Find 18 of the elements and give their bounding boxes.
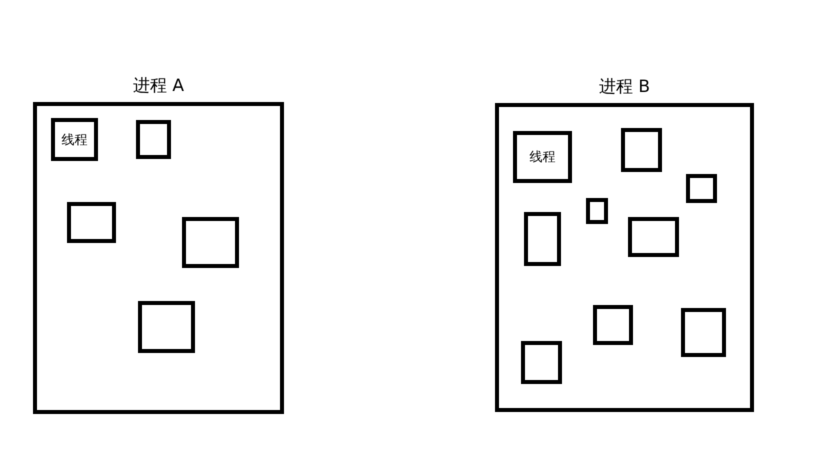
thread-label: 线程 [62, 132, 88, 148]
thread-box [686, 174, 717, 203]
thread-box [586, 198, 608, 224]
thread-box [681, 308, 726, 357]
process-title: 进程 A [132, 75, 186, 97]
process-title: 进程 B [598, 76, 652, 98]
thread-box [136, 120, 171, 159]
thread-box [51, 118, 98, 161]
thread-box [521, 341, 562, 384]
thread-label: 线程 [530, 149, 556, 166]
thread-box [621, 128, 662, 172]
thread-box [593, 305, 633, 345]
thread-box [182, 217, 239, 268]
thread-box [513, 131, 572, 183]
thread-box [138, 301, 195, 353]
thread-box [628, 217, 679, 257]
thread-box [524, 212, 561, 266]
thread-box [67, 202, 116, 243]
